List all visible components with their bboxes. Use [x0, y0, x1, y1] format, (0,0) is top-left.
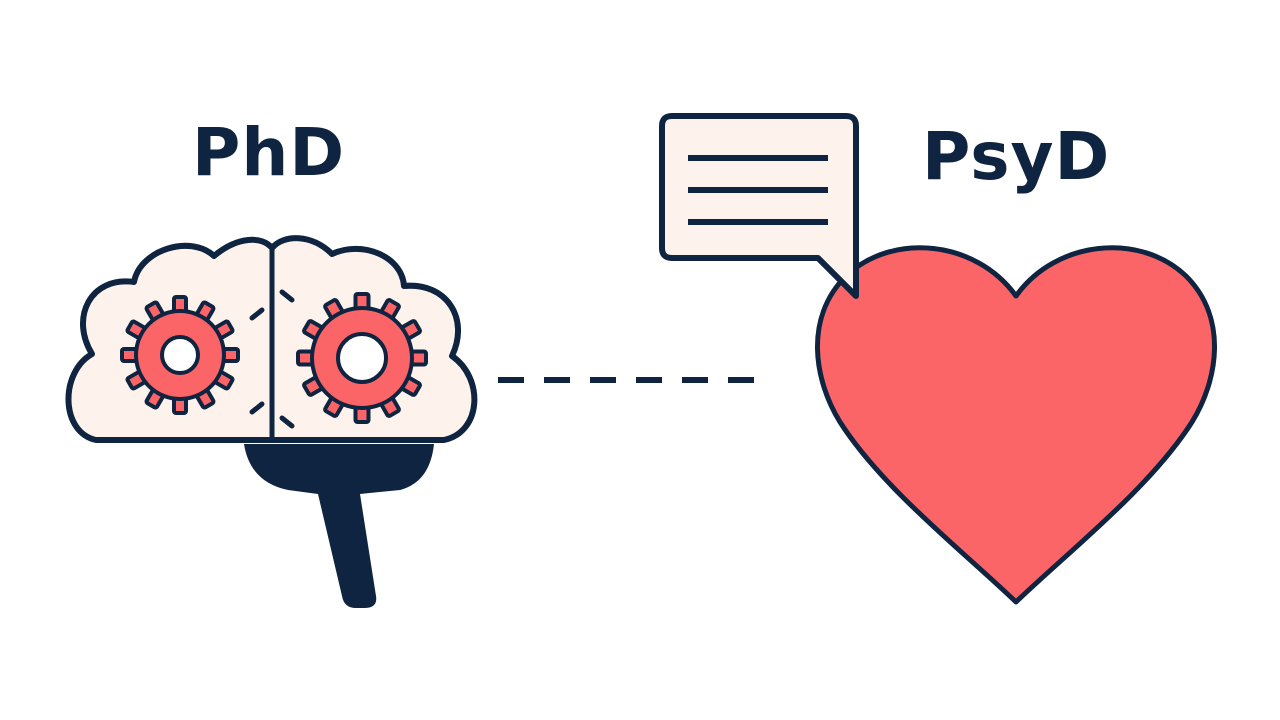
gear-icon-right	[296, 292, 428, 424]
heart-icon	[815, 245, 1217, 605]
phd-label: PhD	[192, 114, 346, 191]
brain-fold-3	[249, 401, 265, 415]
psyd-label: PsyD	[922, 118, 1111, 195]
brain-fold-1	[249, 307, 265, 321]
brain-stem	[244, 444, 434, 608]
brain-fold-2	[279, 289, 295, 303]
speech-bubble-icon	[659, 113, 859, 299]
speech-bubble-body	[659, 113, 859, 299]
brain-gears-icon	[65, 235, 478, 608]
brain-fold-4	[279, 415, 295, 429]
gear-icon-left	[120, 295, 240, 415]
